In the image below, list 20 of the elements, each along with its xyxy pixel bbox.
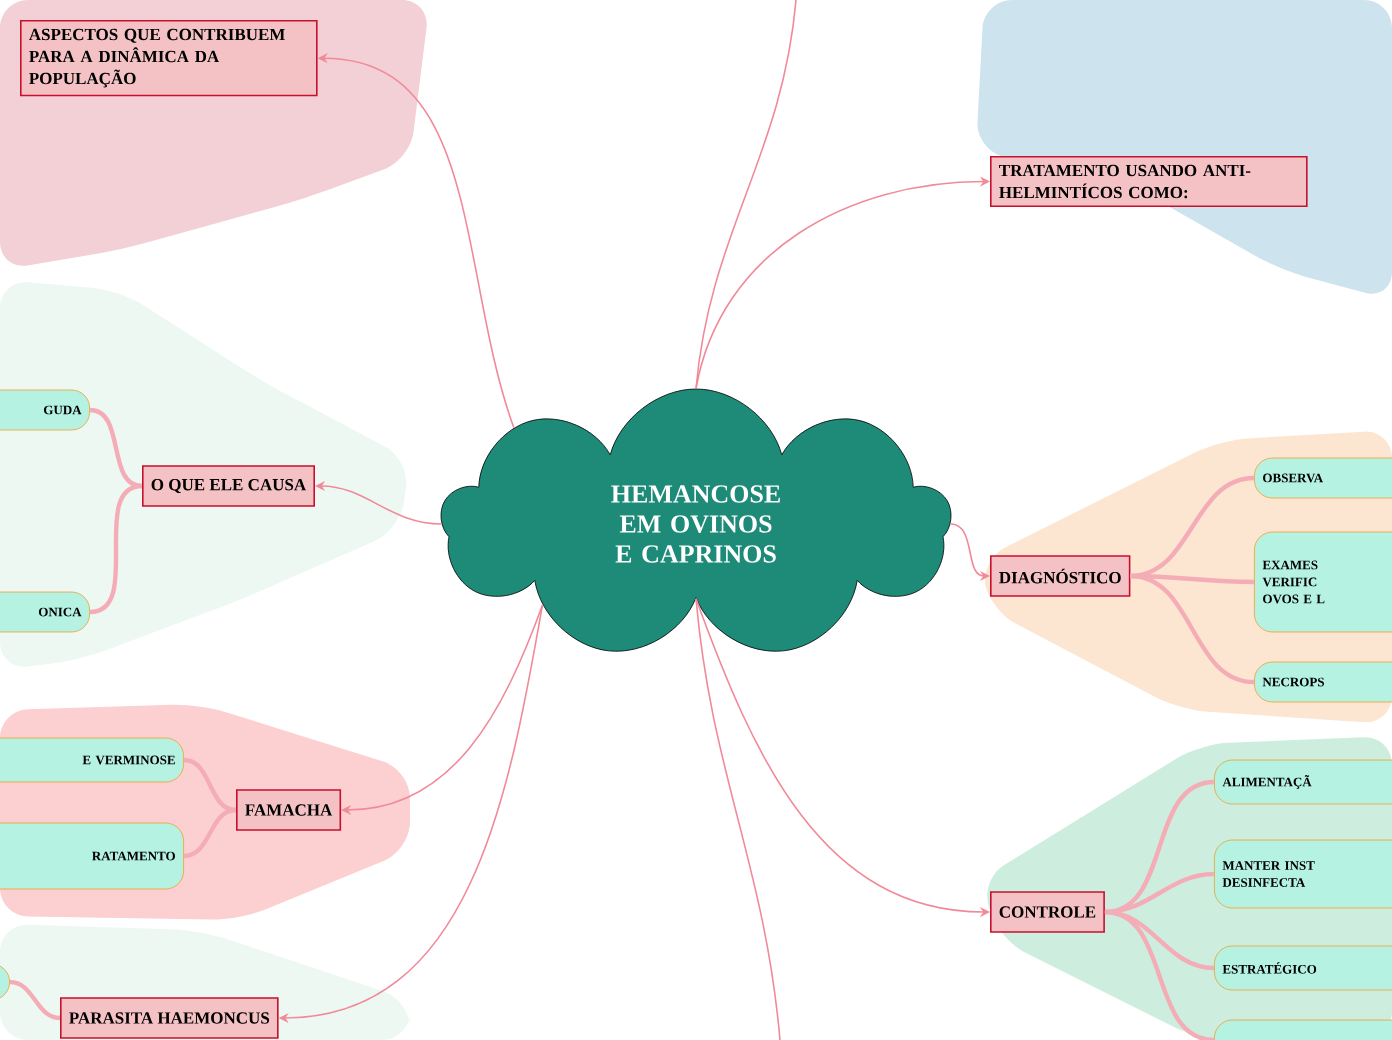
branch-line [183,807,237,859]
branch-line [9,979,61,1021]
empty-pill [0,963,10,1001]
topic-box: ASPECTOS QUE CONTRIBUEM PARA A DINÂMICA DA POPULAÇÃO [20,20,318,97]
branch-line [1130,573,1255,685]
branch-line [89,407,143,489]
topic-box: DIAGNÓSTICO [990,555,1131,597]
branch-line [183,757,237,813]
branch-line [1104,779,1215,915]
topic-box: O QUE ELE CAUSA [142,465,315,507]
topic-box: CONTROLE [990,891,1105,933]
topic-box: PARASITA HAEMONCUS [60,997,279,1039]
central-cloud: HEMANCOSE EM OVINOS E CAPRINOS [440,388,952,652]
branch-line [89,483,143,615]
branch-line [1104,909,1215,971]
empty-pill [1214,1019,1392,1040]
branch-line [1130,475,1255,579]
branch-line [1104,909,1215,1040]
topic-box: FAMACHA [236,789,342,831]
topic-box: TRATAMENTO USANDO ANTI- HELMINTÍCOS COMO: [990,156,1308,208]
